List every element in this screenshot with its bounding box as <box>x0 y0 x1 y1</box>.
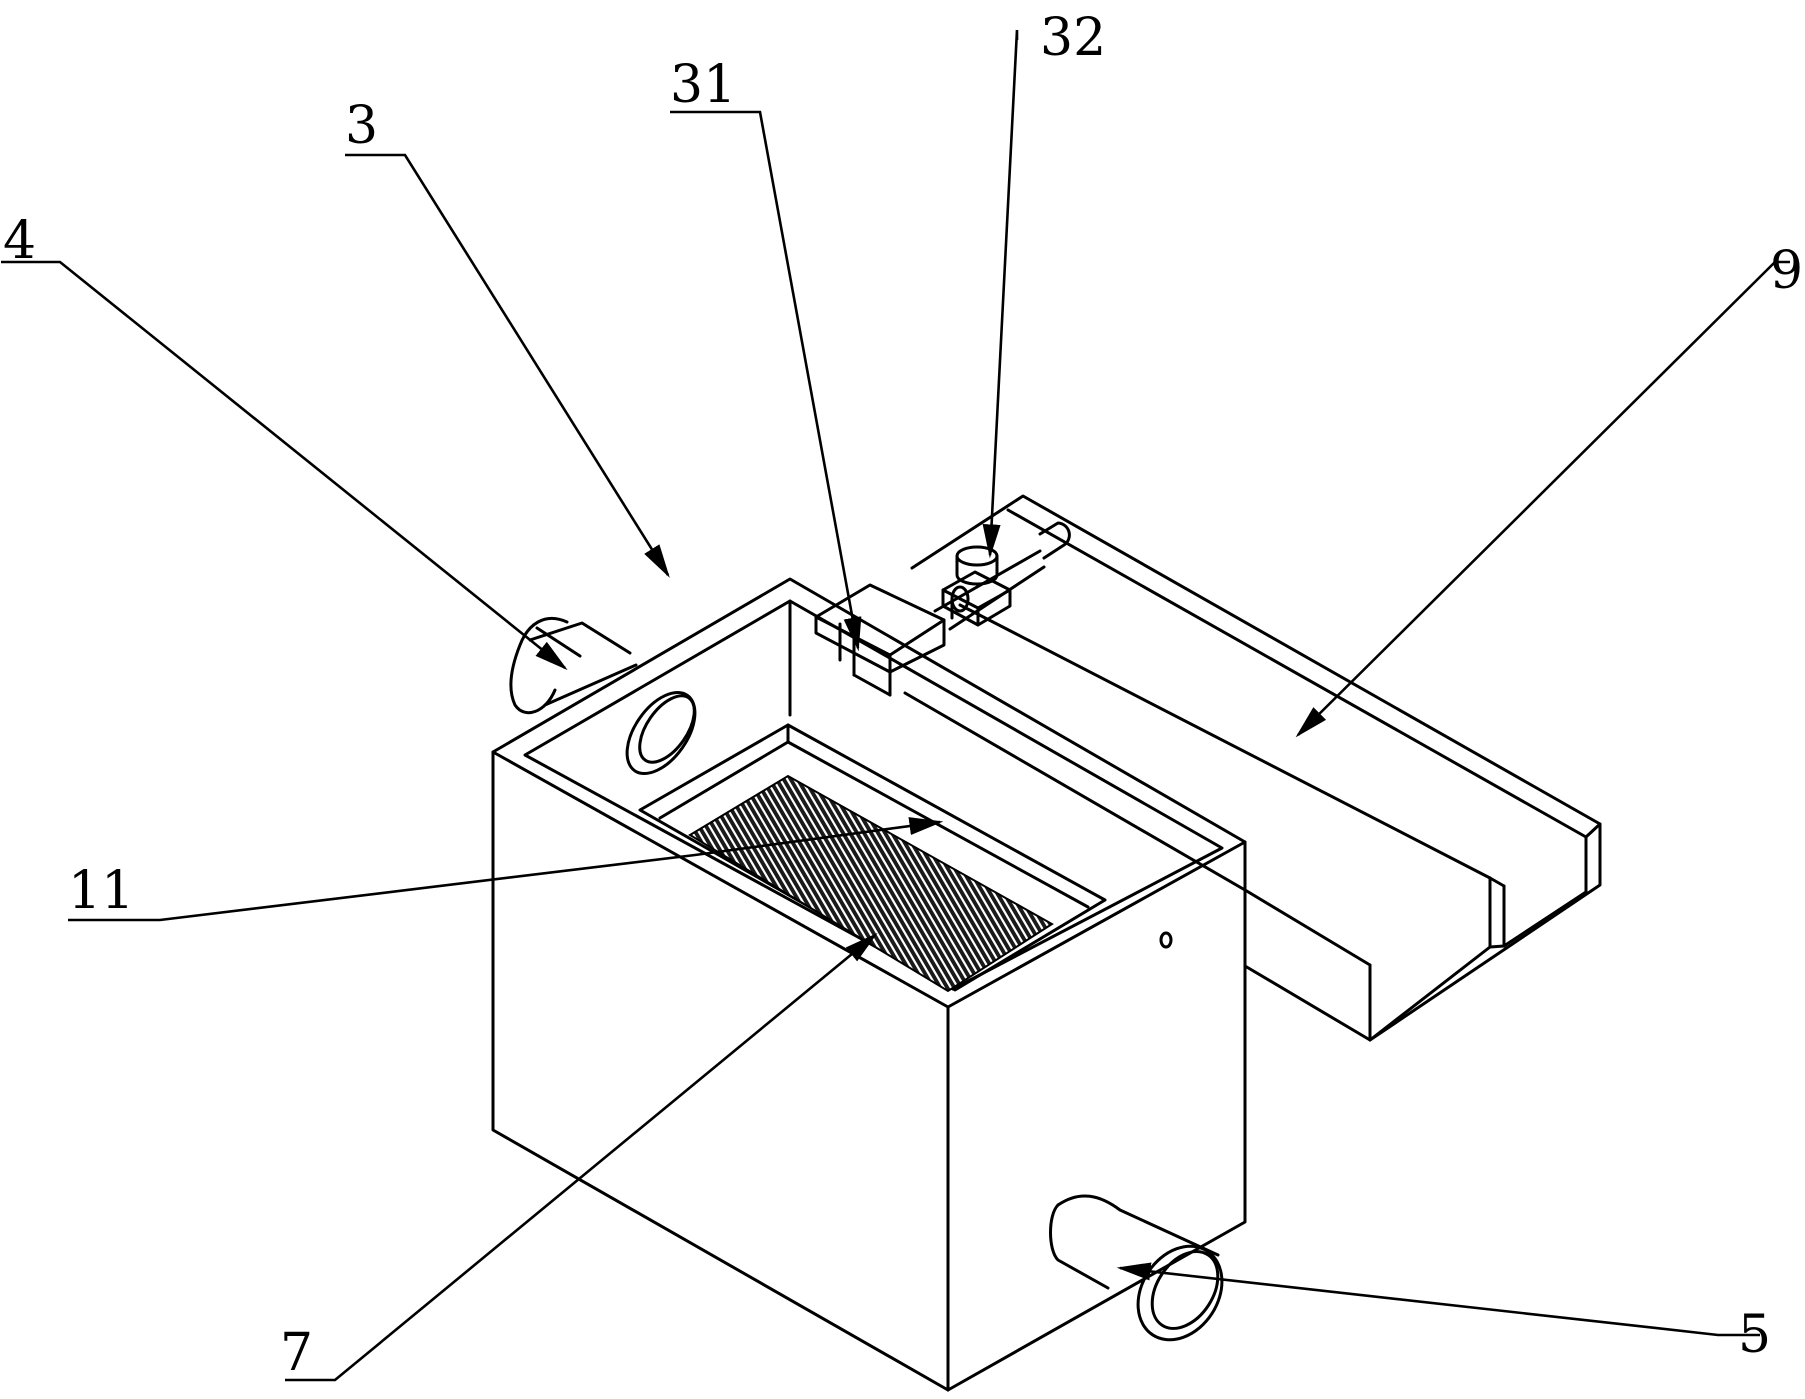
callout-labels: 4 3 31 32 9 11 7 5 <box>3 8 1803 1383</box>
label-5: 5 <box>1738 1305 1771 1365</box>
filter-grid <box>688 774 1054 993</box>
label-11: 11 <box>68 861 134 921</box>
lid <box>903 494 1602 1042</box>
label-3: 3 <box>345 96 378 156</box>
label-4: 4 <box>3 211 36 271</box>
label-9: 9 <box>1770 241 1803 301</box>
label-32: 32 <box>1040 8 1106 68</box>
label-31: 31 <box>670 55 736 115</box>
label-7: 7 <box>280 1323 313 1383</box>
leader-lines <box>1 29 1790 1382</box>
tank <box>491 577 1247 1392</box>
outlet-pipe <box>1049 1194 1224 1342</box>
